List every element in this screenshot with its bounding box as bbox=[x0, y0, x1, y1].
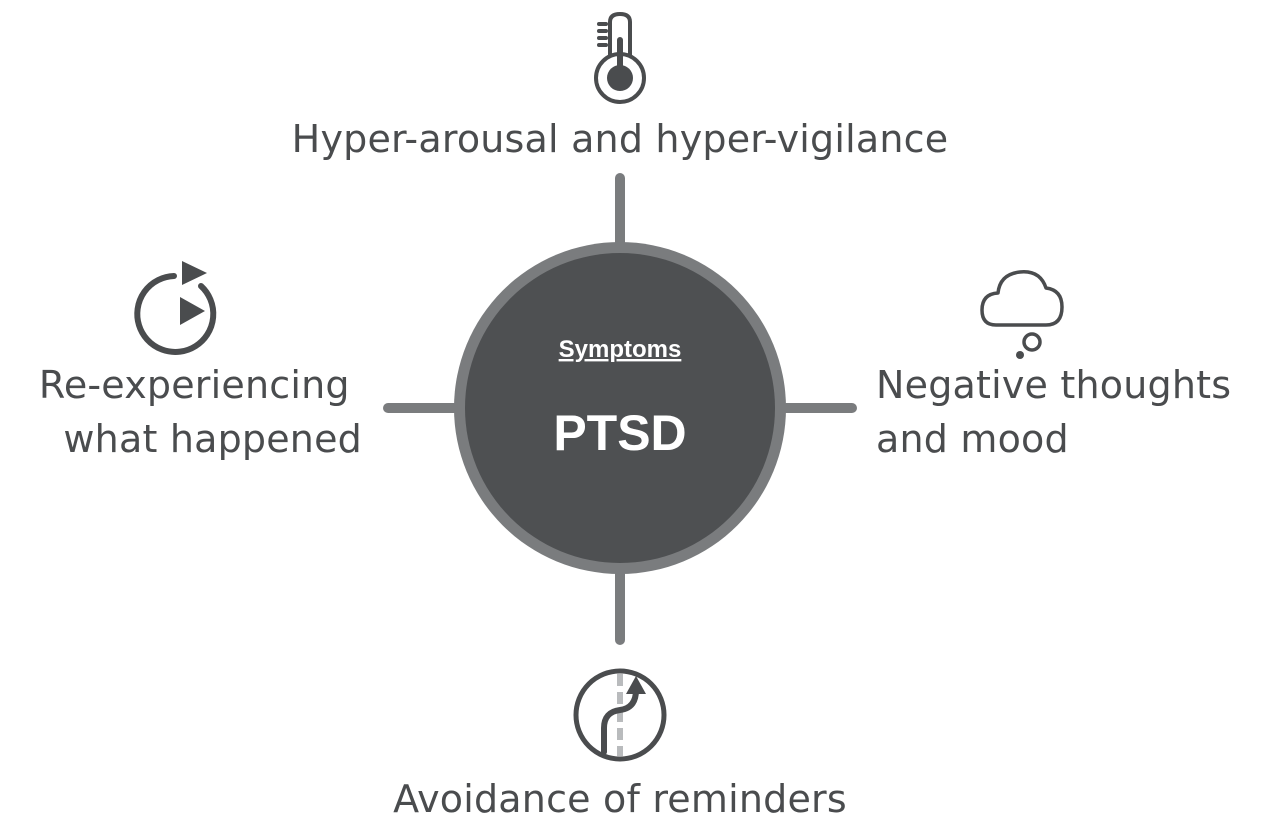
center-subtitle: Symptoms bbox=[559, 336, 682, 363]
symptom-right-line1: Negative thoughts bbox=[876, 363, 1231, 407]
thermometer-icon bbox=[594, 11, 646, 104]
symptom-right-label: Negative thoughts and mood bbox=[876, 363, 1244, 461]
replay-icon bbox=[134, 261, 217, 355]
symptom-left-line2: what happened bbox=[63, 417, 362, 461]
symptom-left-line1: Re-experiencing bbox=[39, 363, 350, 407]
symptom-right-line2: and mood bbox=[876, 417, 1069, 461]
symptom-bottom-label: Avoidance of reminders bbox=[393, 777, 847, 816]
symptom-left-label: Re-experiencing what happened bbox=[39, 363, 362, 461]
detour-arrow-icon bbox=[573, 668, 667, 762]
center-title: PTSD bbox=[553, 405, 686, 461]
thought-cloud-icon bbox=[980, 270, 1064, 359]
symptom-top-label: Hyper-arousal and hyper-vigilance bbox=[292, 117, 949, 161]
center-node: Symptoms PTSD bbox=[454, 242, 786, 574]
